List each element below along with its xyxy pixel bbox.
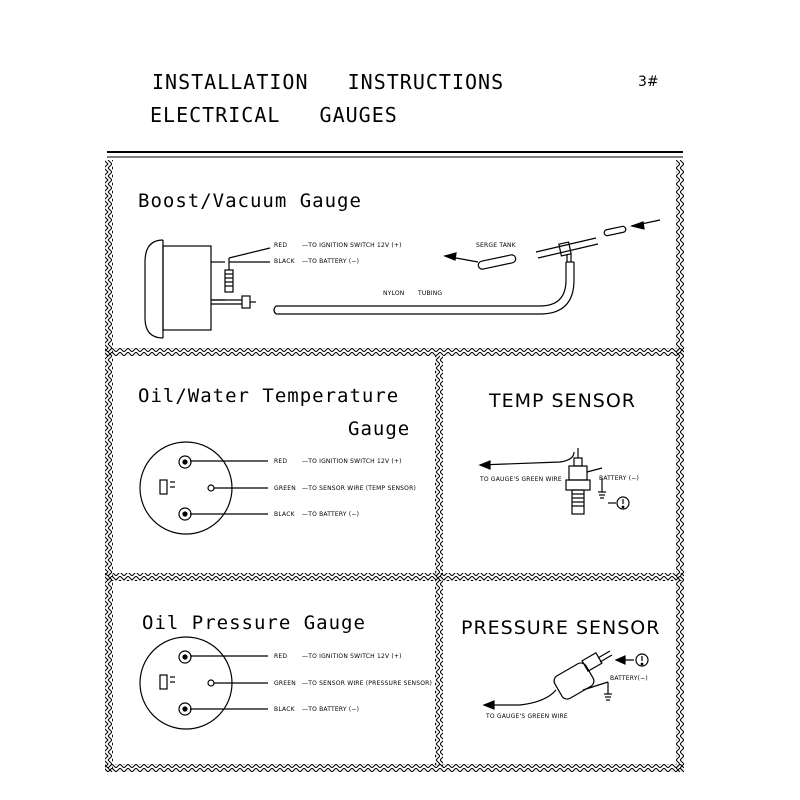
tubing-label: TUBING [418,290,443,297]
pressure-wire-red-dest: —TO IGNITION SWITCH 12V (+) [302,653,402,660]
boost-wire-red-color: RED [274,242,288,249]
pressure-sensor-to-gauge: TO GAUGE'S GREEN WIRE [486,713,568,720]
sheet-number: 3# [638,74,659,90]
boost-wire-black-dest: —TO BATTERY (−) [302,258,360,265]
pressure-sensor-title: PRESSURE SENSOR [461,617,661,639]
temp-gauge-title-line2: Gauge [348,418,411,440]
left-border [105,160,113,772]
temp-gauge-drawing [139,441,268,535]
boost-gauge-title: Boost/Vacuum Gauge [138,190,362,212]
temp-sensor-title: TEMP SENSOR [489,390,636,412]
pressure-wire-black-color: BLACK [274,706,295,713]
temp-wire-green-color: GREEN [274,485,296,492]
temp-wire-black-color: BLACK [274,511,295,518]
temp-wire-red-color: RED [274,458,288,465]
boost-gauge-drawing [144,219,661,339]
temp-wire-black-dest: —TO BATTERY (−) [302,511,360,518]
divider-1 [105,348,684,356]
pressure-wire-green-color: GREEN [274,680,296,687]
pressure-sensor-drawing [482,650,649,710]
pressure-wire-black-dest: —TO BATTERY (−) [302,706,360,713]
surge-tank-label: SERGE TANK [476,242,516,249]
temp-sensor-drawing [478,448,630,515]
title-installation-instructions: INSTALLATION INSTRUCTIONS [152,70,505,94]
temp-wire-green-dest: —TO SENSOR WIRE (TEMP SENSOR) [302,485,416,492]
pressure-wire-red-color: RED [274,653,288,660]
temp-gauge-title: Oil/Water Temperature [138,385,400,407]
right-border [676,160,684,772]
pressure-sensor-battery: BATTERY(−) [610,675,648,682]
boost-wire-red-dest: —TO IGNITION SWITCH 12V (+) [302,242,402,249]
center-divider [435,356,443,766]
temp-wire-red-dest: —TO IGNITION SWITCH 12V (+) [302,458,402,465]
nylon-label: NYLON [383,290,405,297]
pressure-gauge-drawing [139,636,268,730]
temp-sensor-to-gauge: TO GAUGE'S GREEN WIRE [480,476,562,483]
title-electrical-gauges: ELECTRICAL GAUGES [150,103,398,127]
pressure-wire-green-dest: —TO SENSOR WIRE (PRESSURE SENSOR) [302,680,433,687]
boost-wire-black-color: BLACK [274,258,295,265]
temp-sensor-battery: BATTERY (−) [599,475,640,482]
bottom-border [105,764,684,772]
divider-2 [105,573,684,581]
pressure-gauge-title: Oil Pressure Gauge [142,612,366,634]
